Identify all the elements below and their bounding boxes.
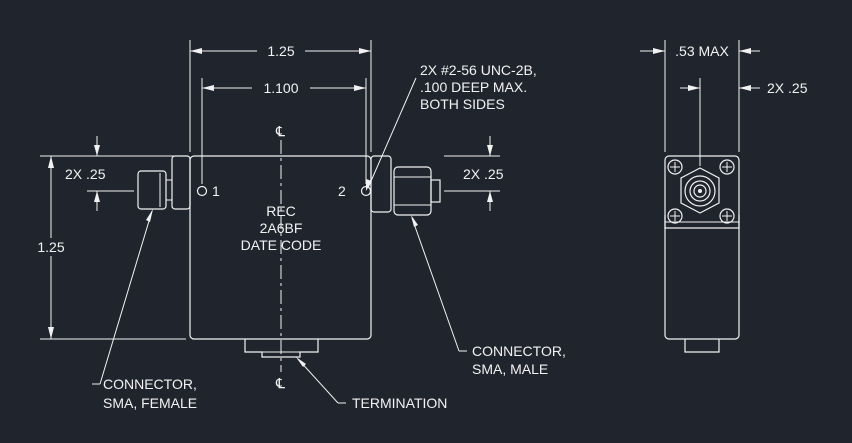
arrow-holes-right — [354, 85, 366, 91]
dim-right-connector-label: 2X .25 — [463, 166, 504, 182]
arrow-width-right — [359, 48, 371, 54]
male-callout-leader — [411, 217, 460, 352]
male-callout-arrow — [411, 215, 418, 227]
male-callout-line-2: SMA, MALE — [472, 361, 548, 377]
arrow-height-bottom — [48, 327, 54, 339]
male-sma-pin — [430, 179, 441, 203]
thread-note-leader — [367, 77, 417, 189]
thread-note-line-1: 2X #2-56 UNC-2B, — [420, 62, 537, 78]
dim-hole-spacing-label: 1.100 — [263, 80, 298, 96]
mounting-hole-1 — [196, 185, 208, 197]
termination-callout-label: TERMINATION — [352, 395, 447, 411]
male-sma-hex-nut — [393, 166, 432, 216]
side-sma-hex — [680, 167, 720, 214]
arrow-holes-left — [202, 85, 214, 91]
arrow-height-top — [48, 156, 54, 168]
side-screw-br — [719, 208, 735, 224]
thread-note-line-2: .100 DEEP MAX. — [420, 79, 527, 95]
female-callout-line-1: CONNECTOR, — [103, 376, 197, 392]
arrow-right-conn-top — [487, 145, 493, 156]
arrow-width-left — [190, 48, 202, 54]
female-sma-body — [137, 170, 167, 210]
side-sma-ring-inner — [693, 184, 707, 198]
body-text-rec: REC — [266, 203, 296, 219]
dim-height-label: 1.25 — [37, 239, 64, 255]
female-callout-arrow — [146, 209, 153, 222]
dim-overall-width-label: 1.25 — [267, 43, 294, 59]
female-callout-line-2: SMA, FEMALE — [103, 395, 197, 411]
housing-outline — [189, 155, 372, 340]
dim-side-hole-label: 2X .25 — [767, 80, 808, 96]
side-view — [664, 155, 740, 353]
side-housing-outline — [664, 155, 740, 340]
arrow-right-conn-bottom — [487, 191, 493, 202]
female-callout-leader — [99, 210, 153, 385]
side-sma-pin — [698, 189, 702, 193]
body-text-date-code: DATE CODE — [241, 237, 322, 253]
arrow-depth-left — [653, 48, 665, 54]
port-2-label: 2 — [338, 183, 346, 199]
front-view: ℄ ℄ 1 2 REC 2A6BF DATE CODE — [137, 123, 441, 391]
arrow-side-hole-right — [739, 85, 751, 91]
thread-note-line-3: BOTH SIDES — [420, 96, 505, 112]
front-dimensions: 1.25 1.100 1.25 2X .25 2X .25 — [30, 40, 504, 340]
port-1-label: 1 — [212, 183, 220, 199]
side-sma-ring-outer — [684, 175, 716, 207]
centerline-symbol-bottom: ℄ — [275, 375, 285, 391]
thread-note: 2X #2-56 UNC-2B, .100 DEEP MAX. BOTH SID… — [366, 62, 537, 191]
female-sma-flange — [171, 155, 191, 210]
arrow-left-conn-top — [94, 145, 100, 156]
callouts: CONNECTOR, SMA, FEMALE CONNECTOR, SMA, M… — [92, 209, 566, 411]
arrow-side-hole-left — [688, 85, 700, 91]
male-sma-flange — [370, 155, 392, 213]
side-dimensions: .53 MAX 2X .25 — [640, 40, 808, 166]
arrow-depth-right — [739, 48, 751, 54]
side-sma-ring-middle — [689, 180, 711, 202]
body-text-part-number: 2A6BF — [260, 220, 303, 236]
side-termination-outline — [684, 339, 720, 353]
centerline-symbol-top: ℄ — [275, 123, 285, 139]
side-screw-bl — [667, 208, 683, 224]
dim-left-connector-label: 2X .25 — [65, 166, 106, 182]
termination-callout-arrow — [296, 357, 306, 367]
thread-note-arrow — [366, 179, 372, 191]
dim-depth-label: .53 MAX — [675, 43, 729, 59]
side-screw-tl — [667, 159, 683, 175]
arrow-left-conn-bottom — [94, 191, 100, 202]
termination-callout-leader — [297, 358, 339, 404]
male-callout-line-1: CONNECTOR, — [472, 343, 566, 359]
side-screw-tr — [719, 159, 735, 175]
